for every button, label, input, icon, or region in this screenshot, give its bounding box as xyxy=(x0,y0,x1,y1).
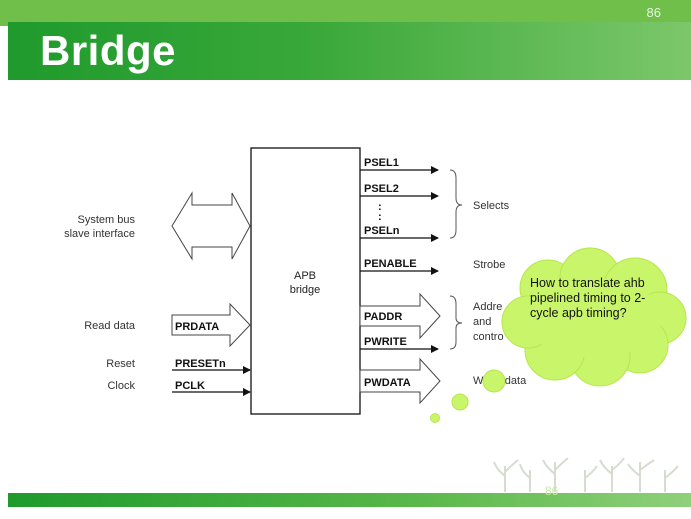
paddr-bus-arrow xyxy=(359,292,441,340)
clock-label: Clock xyxy=(107,380,135,392)
strobe-label: Strobe xyxy=(473,259,505,271)
address-label-2: and xyxy=(473,316,491,328)
block-label-apb: APB xyxy=(294,270,316,282)
psel1-signal: PSEL1 xyxy=(364,157,399,169)
bottom-bar xyxy=(8,493,691,507)
address-label-3: contro xyxy=(473,331,504,343)
slave-interface-label: slave interface xyxy=(64,228,135,240)
thought-cloud xyxy=(501,247,687,387)
psel-ellipsis-2: : xyxy=(378,211,382,223)
thought-bubble-small xyxy=(430,413,440,423)
title-banner xyxy=(8,22,691,80)
pwdata-signal: PWDATA xyxy=(364,377,411,389)
system-bus-label: System bus xyxy=(78,214,136,226)
psel-ellipsis-1: : xyxy=(378,201,382,213)
page-number: 86 xyxy=(646,5,661,20)
top-bar xyxy=(0,0,691,26)
selects-brace xyxy=(449,169,463,239)
page-number-bottom: 86 xyxy=(545,484,559,498)
paddr-signal: PADDR xyxy=(364,311,402,323)
read-data-label: Read data xyxy=(84,320,136,332)
prdata-bus-arrow xyxy=(171,302,251,348)
sprout-decoration xyxy=(493,457,679,492)
penable-signal: PENABLE xyxy=(364,258,417,270)
selects-label: Selects xyxy=(473,200,510,212)
block-label-bridge: bridge xyxy=(290,284,321,296)
address-label-1: Addre xyxy=(473,301,502,313)
prdata-signal: PRDATA xyxy=(175,321,219,333)
reset-label: Reset xyxy=(106,358,135,370)
psel2-signal: PSEL2 xyxy=(364,183,399,195)
thought-bubble-medium xyxy=(451,393,469,411)
pwdata-bus-arrow xyxy=(359,357,441,405)
callout-text: How to translate ahb pipelined timing to… xyxy=(530,276,646,320)
system-bus-arrow xyxy=(171,191,251,261)
slide-title: Bridge xyxy=(40,27,177,74)
address-control-brace xyxy=(449,295,463,350)
apb-bridge-block xyxy=(250,147,361,415)
pseln-signal: PSELn xyxy=(364,225,400,237)
preset-signal: PRESETn xyxy=(175,358,226,370)
pclk-signal: PCLK xyxy=(175,380,205,392)
thought-bubble-large xyxy=(482,369,506,393)
pwrite-signal: PWRITE xyxy=(364,336,407,348)
